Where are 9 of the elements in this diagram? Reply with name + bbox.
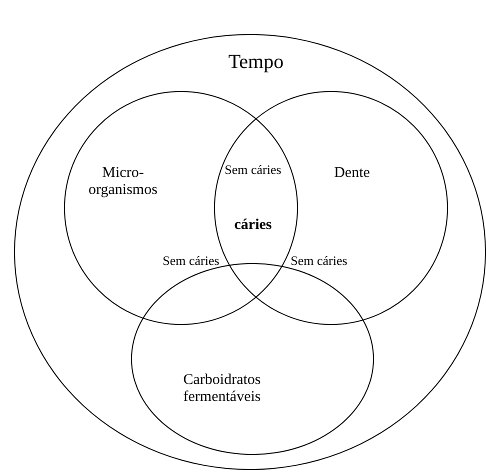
circle-label: Micro-organismos	[88, 165, 158, 200]
outer-circle	[14, 34, 486, 470]
center-label: cáries	[233, 217, 273, 234]
overlap-label: Sem cáries	[290, 254, 348, 269]
circle-label: Carboidratos fermentáveis	[182, 372, 262, 406]
circle-label: Tempo	[227, 51, 285, 74]
overlap-label: Sem cáries	[162, 254, 220, 269]
overlap-label: Sem cáries	[224, 163, 282, 178]
circle-label: Dente	[333, 165, 371, 182]
